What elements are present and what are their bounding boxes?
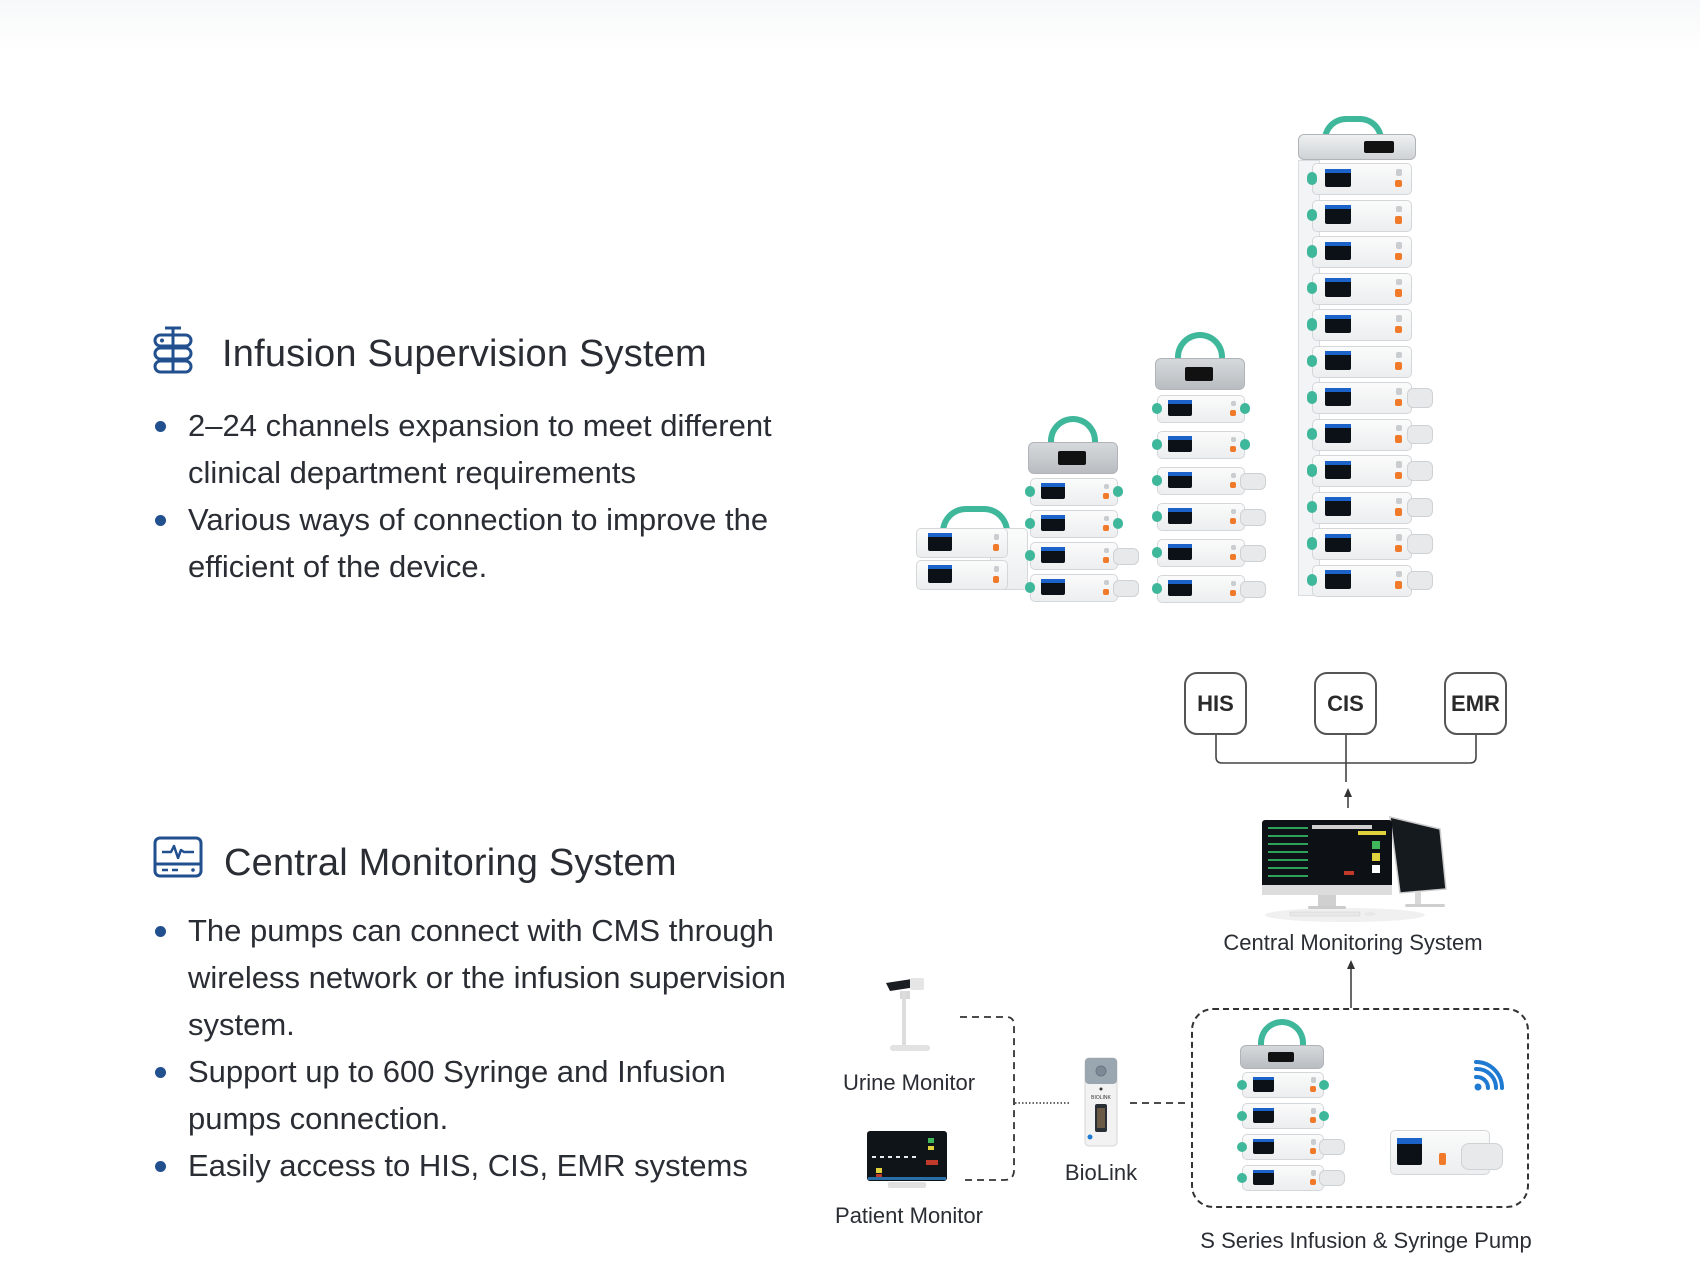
- pump-key: [1311, 1077, 1316, 1083]
- biolink-device-image: BIOLINK: [1084, 1057, 1118, 1147]
- biolink-device-text: BIOLINK: [1091, 1095, 1111, 1101]
- pump-unit: [1237, 1072, 1329, 1098]
- arrow-head-icon: [1344, 788, 1352, 797]
- pump-unit: [1237, 1103, 1329, 1129]
- cis-system-box: CIS: [1314, 672, 1377, 735]
- pump-key: [1311, 1108, 1316, 1114]
- pump-group-label: S Series Infusion & Syringe Pump: [1200, 1228, 1532, 1253]
- syringe-pump-image: [1390, 1130, 1503, 1175]
- teal-latch: [1319, 1110, 1329, 1121]
- infusion-bullet-list: 2–24 channels expansion to meet differen…: [155, 402, 855, 590]
- cms-bullet: Support up to 600 Syringe and Infusion p…: [155, 1048, 875, 1142]
- urine-connector: [960, 1016, 1015, 1181]
- pump-group-box: [1191, 1008, 1529, 1208]
- pump-screen: [1252, 1076, 1275, 1092]
- patient-monitor-image: [867, 1131, 947, 1188]
- pump-screen: [1252, 1138, 1275, 1154]
- pump-unit: [1237, 1165, 1345, 1191]
- his-system-box: HIS: [1184, 672, 1247, 735]
- teal-latch: [1237, 1110, 1247, 1121]
- emr-system-box: EMR: [1444, 672, 1507, 735]
- pump-start-button: [1310, 1147, 1316, 1154]
- wifi-icon: [1474, 1060, 1504, 1091]
- cms-title: Central Monitoring System: [224, 842, 677, 884]
- cms-bullet: The pumps can connect with CMS through w…: [155, 907, 875, 1048]
- teal-latch: [1237, 1141, 1247, 1152]
- teal-latch: [1237, 1079, 1247, 1090]
- arrow-head-icon: [1347, 960, 1355, 969]
- cms-bullet: Easily access to HIS, CIS, EMR systems: [155, 1142, 875, 1189]
- teal-latch: [1319, 1079, 1329, 1090]
- infusion-title: Infusion Supervision System: [222, 333, 707, 375]
- top-band: [0, 0, 1700, 52]
- pump-start-button: [1310, 1085, 1316, 1092]
- syringe-holder: [1319, 1170, 1345, 1187]
- teal-latch: [1237, 1172, 1247, 1183]
- cms-label: Central Monitoring System: [1223, 930, 1483, 955]
- monitor-heartbeat-icon: [153, 836, 203, 878]
- pump-key: [1311, 1170, 1316, 1176]
- pump-screen: [1252, 1107, 1275, 1123]
- dock-display: [1268, 1051, 1295, 1063]
- carry-handle: [1258, 1019, 1306, 1049]
- infusion-stack-icon: [153, 326, 193, 374]
- urine-monitor-image: [886, 978, 930, 1051]
- pump-screen: [1252, 1169, 1275, 1185]
- pump-unit: [1237, 1134, 1345, 1160]
- biolink-label: BioLink: [1064, 1160, 1138, 1185]
- urine-monitor-label: Urine Monitor: [842, 1070, 976, 1095]
- pump-key: [1311, 1139, 1316, 1145]
- cms-computers-image: [1262, 816, 1447, 922]
- syringe-holder: [1319, 1139, 1345, 1156]
- cms-bullet-list: The pumps can connect with CMS through w…: [155, 907, 875, 1189]
- patient-monitor-label: Patient Monitor: [835, 1203, 983, 1228]
- pump-start-button: [1310, 1116, 1316, 1123]
- infusion-bullet: Various ways of connection to improve th…: [155, 496, 855, 590]
- infusion-bullet: 2–24 channels expansion to meet differen…: [155, 402, 855, 496]
- docking-station: [1240, 1045, 1324, 1069]
- pump-start-button: [1310, 1178, 1316, 1185]
